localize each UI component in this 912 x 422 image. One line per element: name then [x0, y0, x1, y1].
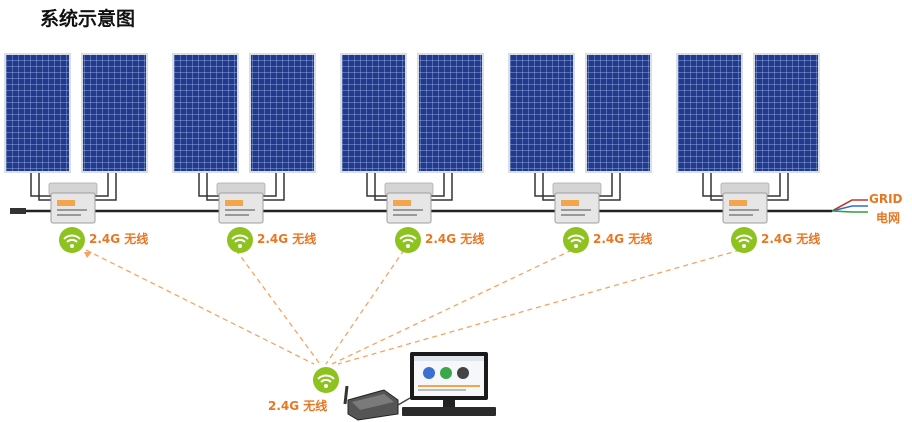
- wireless-label: 2.4G 无线: [761, 232, 821, 246]
- solar-panels: [4, 53, 820, 201]
- gateway-wifi-icon: [313, 367, 339, 393]
- grid-wire-green: [831, 210, 868, 213]
- solar-panel: [172, 53, 239, 201]
- grid-wire-blue: [831, 205, 868, 212]
- solar-panel: [577, 53, 652, 201]
- wifi-icon: [731, 227, 757, 253]
- solar-panel: [340, 53, 407, 201]
- wireless-label: 2.4G 无线: [425, 232, 485, 246]
- cable-end-cap: [10, 208, 26, 214]
- micro-inverter: [720, 182, 770, 224]
- diagram-title: 系统示意图: [40, 8, 136, 30]
- wifi-icon: [59, 227, 85, 253]
- wifi-icon: [563, 227, 589, 253]
- solar-panel: [73, 53, 148, 201]
- wireless-label: 2.4G 无线: [89, 232, 149, 246]
- wireless-link: [325, 249, 405, 365]
- wireless-links: [84, 249, 741, 365]
- wireless-link: [331, 249, 573, 365]
- wireless-badges: [59, 227, 757, 253]
- micro-inverters: [48, 182, 770, 224]
- grid-label-en: GRID: [869, 192, 903, 206]
- solar-panel: [508, 53, 575, 201]
- solar-panel: [4, 53, 71, 201]
- solar-panel: [745, 53, 820, 201]
- micro-inverter: [48, 182, 98, 224]
- wifi-icon: [395, 227, 421, 253]
- wireless-label: 2.4G 无线: [257, 232, 317, 246]
- wifi-icon: [227, 227, 253, 253]
- wireless-label: 2.4G 无线: [593, 232, 653, 246]
- link-arrowhead: [84, 252, 92, 258]
- computer-monitor: [402, 352, 496, 416]
- micro-inverter: [552, 182, 602, 224]
- micro-inverter: [384, 182, 434, 224]
- grid-label-zh: 电网: [876, 211, 901, 225]
- wireless-link: [337, 249, 741, 365]
- gateway-station: [313, 352, 496, 421]
- wireless-link: [235, 249, 321, 365]
- solar-panel: [241, 53, 316, 201]
- gateway-device: [343, 385, 411, 421]
- solar-panel: [676, 53, 743, 201]
- grid-wire-red: [831, 199, 868, 212]
- micro-inverter: [216, 182, 266, 224]
- gateway-wireless-label: 2.4G 无线: [268, 399, 328, 413]
- wireless-link: [85, 249, 315, 365]
- solar-panel: [409, 53, 484, 201]
